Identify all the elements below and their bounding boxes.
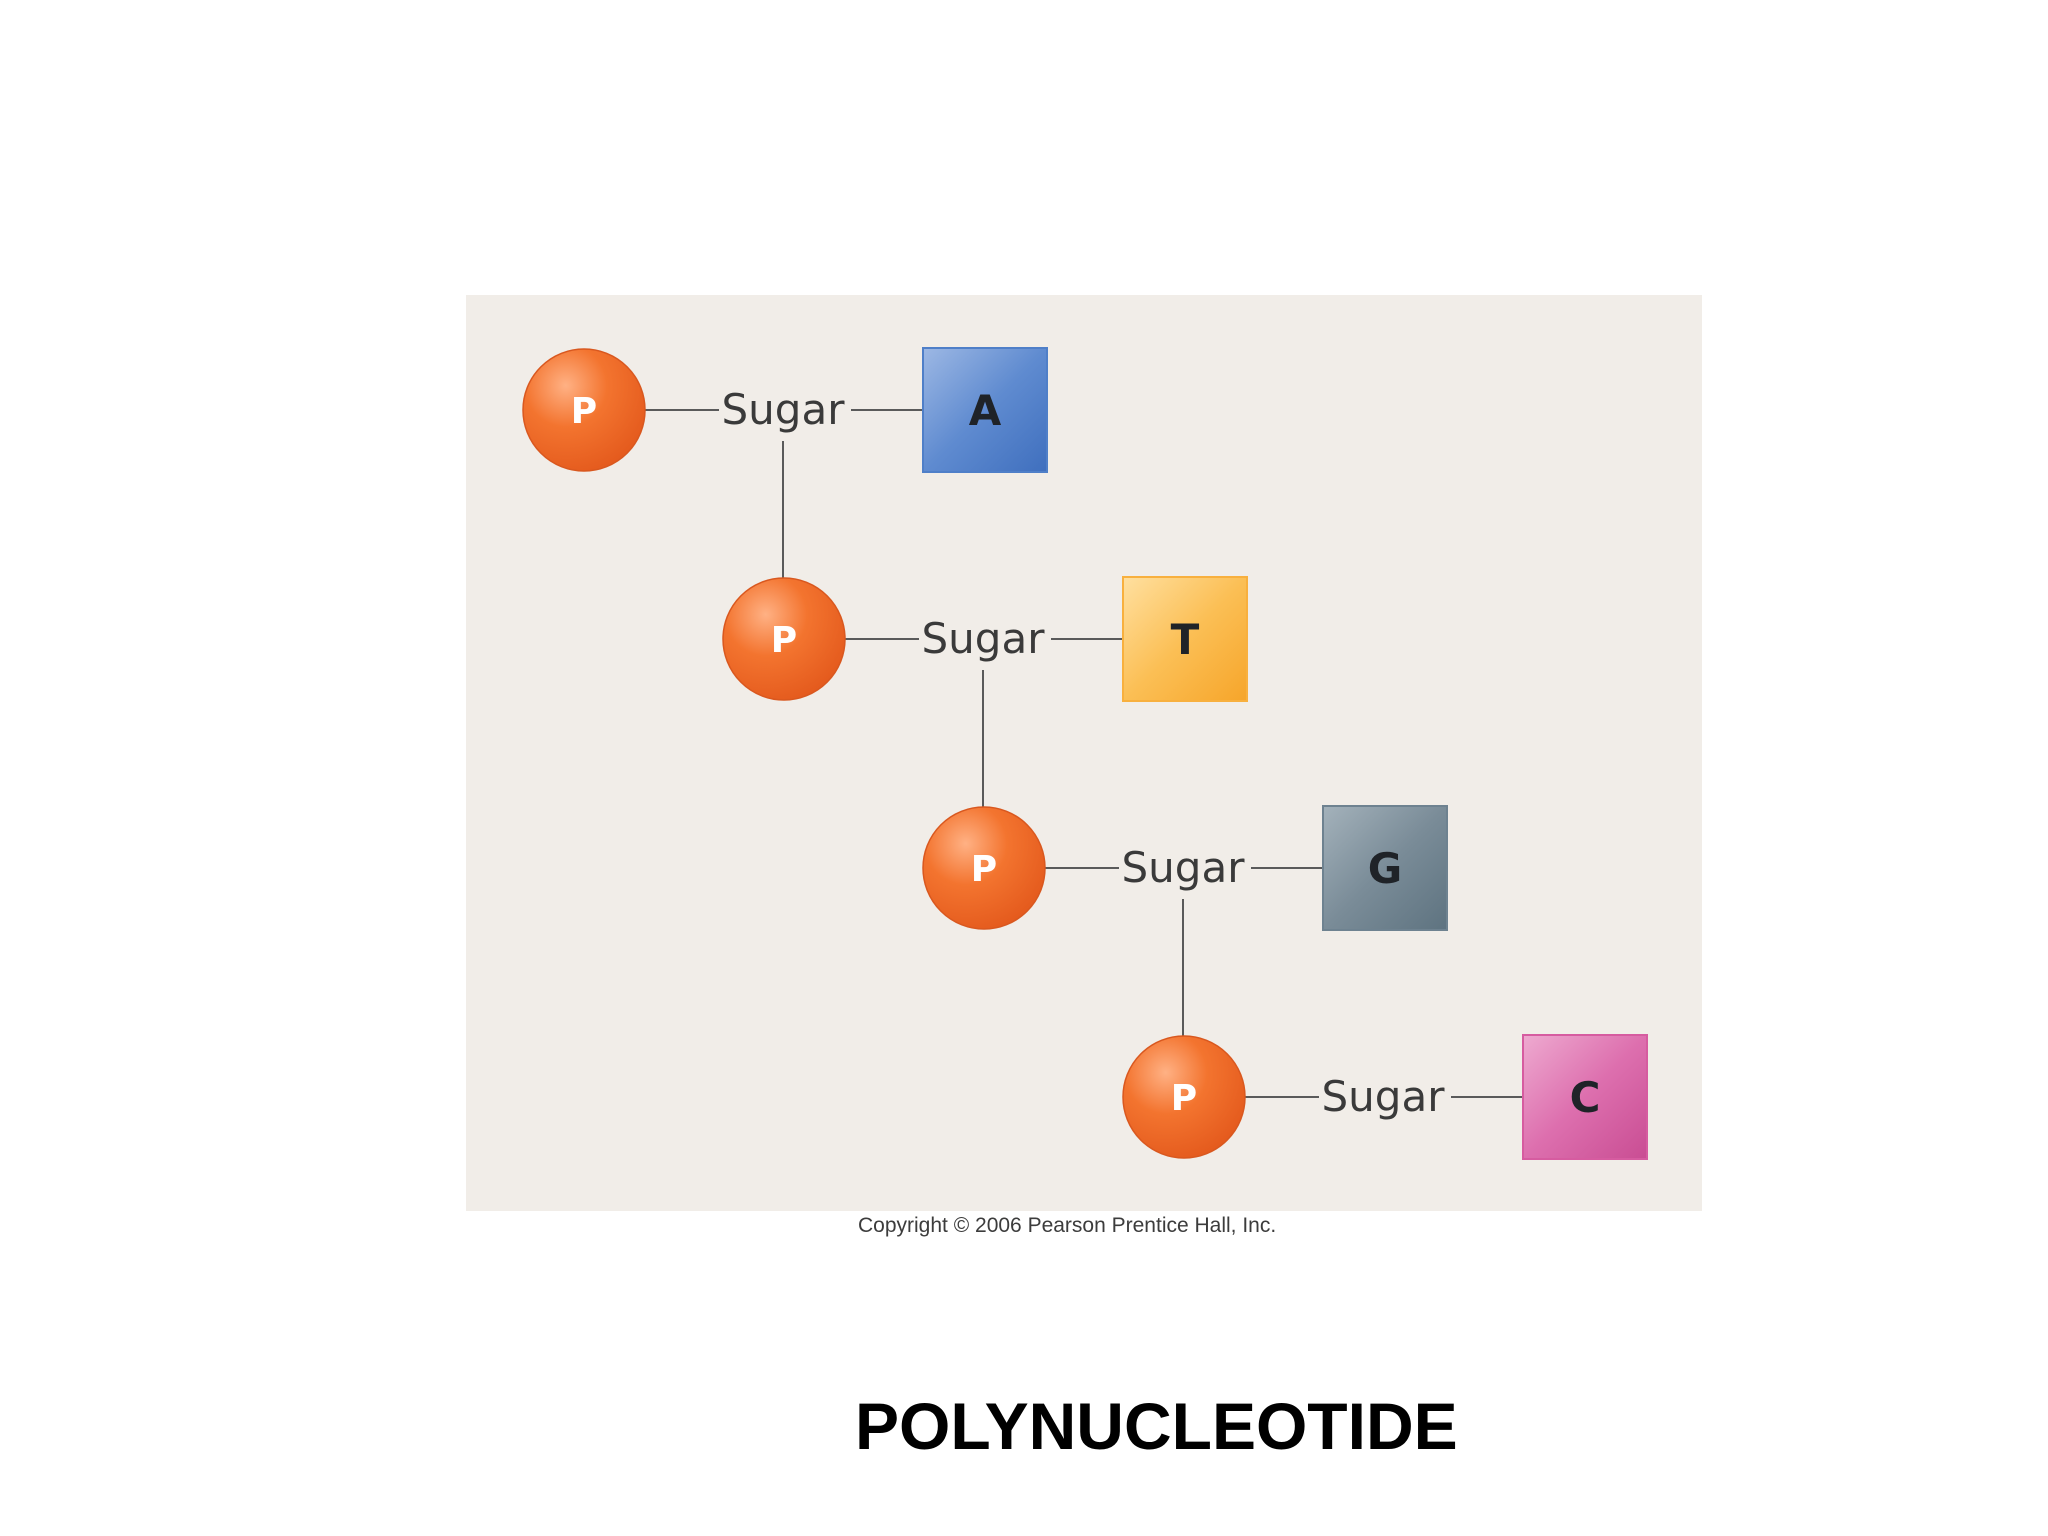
- diagram-panel: [466, 295, 1702, 1211]
- base-label: T: [1171, 615, 1200, 664]
- page-title: POLYNUCLEOTIDE: [855, 1389, 1458, 1463]
- nucleotide-a: P Sugar A: [522, 347, 1048, 578]
- base-label: G: [1368, 844, 1402, 893]
- base-t: [1122, 576, 1248, 702]
- phosphate-group: [722, 577, 846, 701]
- sugar-label: Sugar: [922, 614, 1046, 663]
- phosphate-group: [922, 806, 1046, 930]
- phosphate-label: P: [771, 620, 797, 661]
- base-a: [922, 347, 1048, 473]
- sugar-label: Sugar: [722, 385, 846, 434]
- phosphate-label: P: [571, 391, 597, 432]
- nucleotide-g: P Sugar G: [922, 805, 1448, 1036]
- sugar-label: Sugar: [1322, 1072, 1446, 1121]
- copyright-notice: Copyright © 2006 Pearson Prentice Hall, …: [858, 1214, 1277, 1237]
- nucleotide-t: P Sugar T: [722, 576, 1248, 807]
- base-label: C: [1570, 1073, 1601, 1122]
- phosphate-label: P: [971, 849, 997, 890]
- sugar-label: Sugar: [1122, 843, 1246, 892]
- phosphate-group: [1122, 1035, 1246, 1159]
- phosphate-label: P: [1171, 1078, 1197, 1119]
- base-label: A: [969, 386, 1002, 435]
- phosphate-group: [522, 348, 646, 472]
- base-g: [1322, 805, 1448, 931]
- base-c: [1522, 1034, 1648, 1160]
- nucleotide-c: P Sugar C: [1122, 1034, 1648, 1160]
